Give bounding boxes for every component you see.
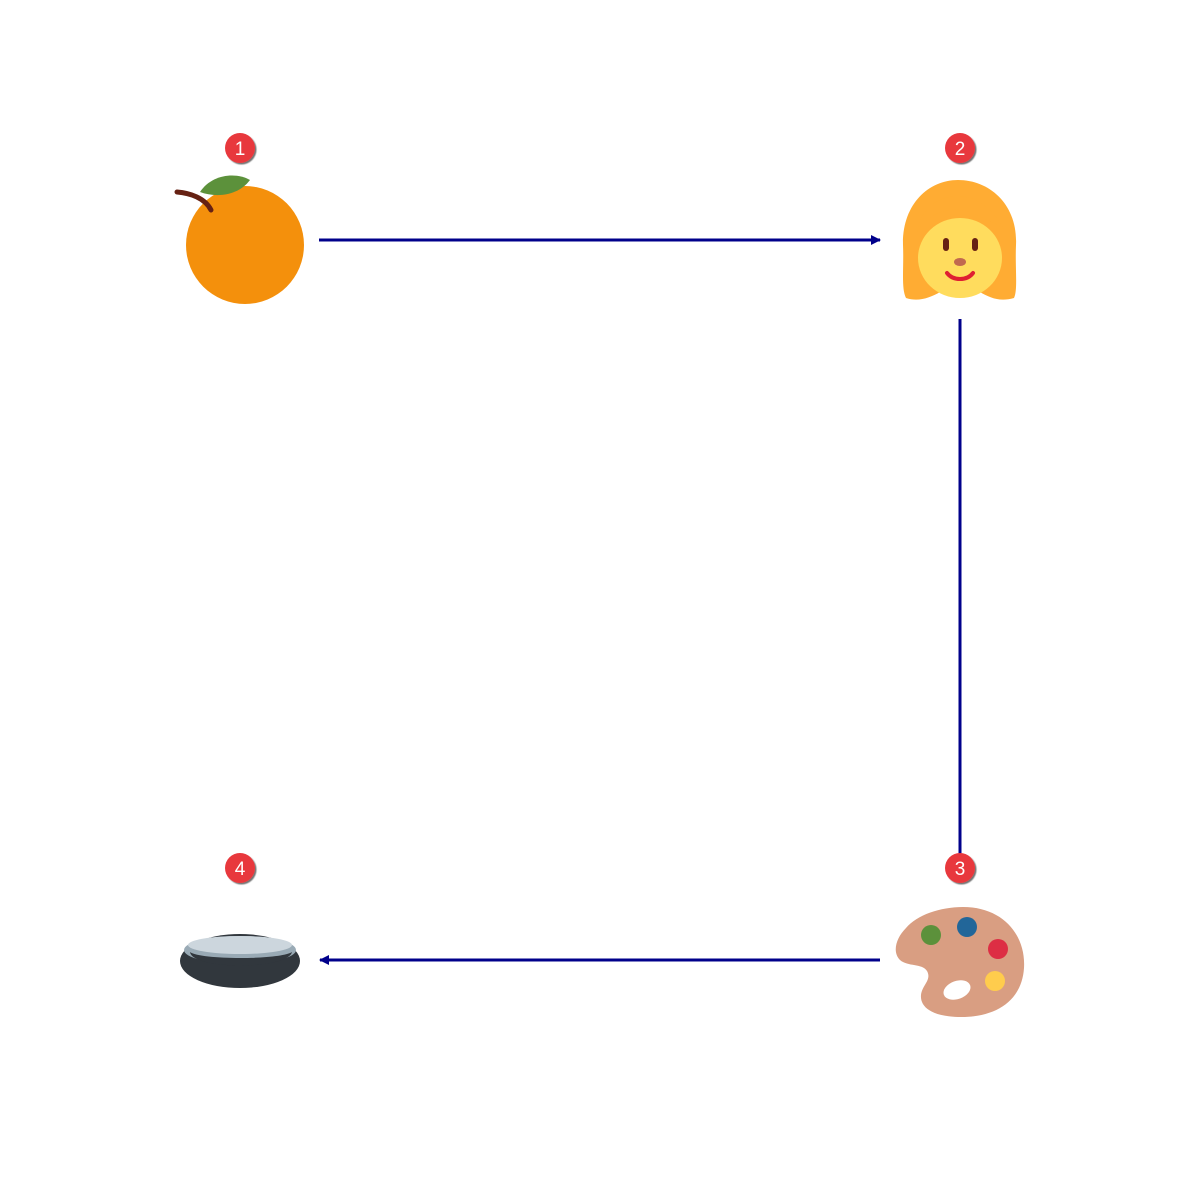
badge-1-label: 1 [235, 139, 246, 160]
node-1: 1 [174, 133, 304, 304]
badge-4-label: 4 [235, 859, 246, 880]
node-4: 4 [180, 853, 300, 988]
badge-4 [225, 853, 255, 883]
orange-icon [174, 175, 304, 304]
badge-3 [945, 853, 975, 883]
artist-palette-icon [895, 907, 1025, 1018]
badge-1 [225, 133, 255, 163]
node-2: 2 [902, 133, 1017, 300]
woman-icon [902, 180, 1017, 300]
node-3: 3 [895, 853, 1025, 1018]
badge-2-label: 2 [955, 139, 966, 160]
hole-icon [180, 934, 300, 988]
badge-3-label: 3 [955, 859, 966, 880]
badge-2 [945, 133, 975, 163]
